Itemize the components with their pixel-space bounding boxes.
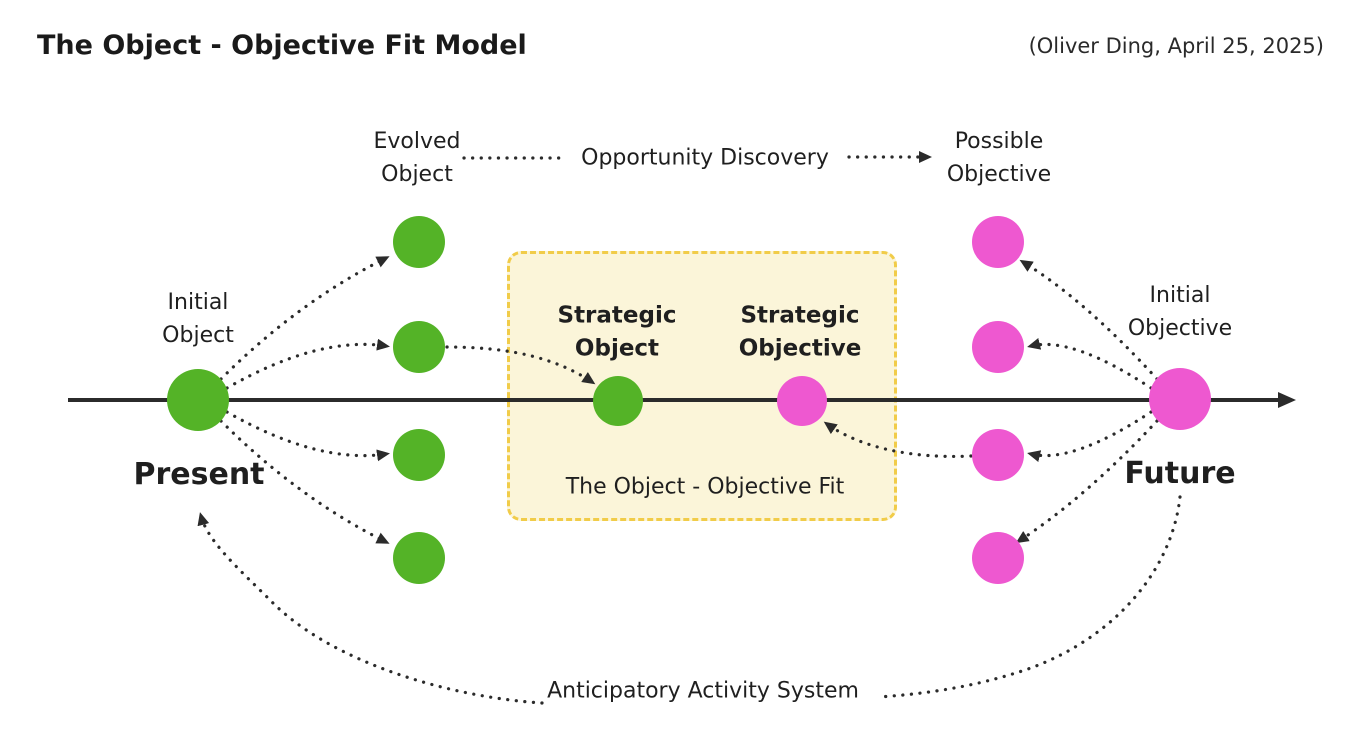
anticipatory-system-label: Anticipatory Activity System [547, 678, 859, 704]
possible-objective-node-1 [972, 216, 1024, 268]
arrow-initial-objective-to-possible-4 [1015, 419, 1159, 544]
initial-objective-node [1149, 368, 1211, 430]
initial-object-node [167, 369, 229, 431]
strategic-object-node [593, 376, 643, 426]
possible-objective-node-4 [972, 532, 1024, 584]
arrow-evolved-2-to-strategic-object [445, 345, 596, 385]
evolved-object-node-3 [393, 429, 445, 481]
evolved-object-node-4 [393, 532, 445, 584]
initial-object-label: Initial Object [162, 290, 234, 348]
strategic-objective-label: Strategic Objective [738, 302, 862, 362]
arrow-initial-objective-to-possible-1 [1019, 259, 1159, 381]
evolved-object-node-2 [393, 321, 445, 373]
opportunity-discovery-label: Opportunity Discovery [581, 145, 829, 171]
arrow-initial-object-to-evolved-2 [225, 338, 390, 390]
strategic-object-label: Strategic Object [557, 302, 677, 362]
strategic-objective-node [777, 376, 827, 426]
initial-objective-label: Initial Objective [1127, 283, 1233, 341]
arrow-initial-object-to-evolved-3 [225, 410, 390, 462]
evolved-object-label: Evolved Object [373, 129, 461, 187]
possible-objective-label: Possible Objective [946, 129, 1052, 187]
anticipatory-curve-left [197, 512, 544, 705]
arrow-initial-objective-to-possible-2 [1027, 338, 1153, 390]
arrow-initial-object-to-evolved-4 [219, 419, 390, 544]
future-label: Future [1124, 456, 1236, 491]
attribution-text: (Oliver Ding, April 25, 2025) [1028, 34, 1324, 58]
possible-objective-node-3 [972, 429, 1024, 481]
arrow-initial-objective-to-possible-3 [1027, 410, 1153, 462]
evolved-object-node-1 [393, 216, 445, 268]
page-title: The Object - Objective Fit Model [37, 30, 527, 61]
possible-objective-node-2 [972, 321, 1024, 373]
present-label: Present [133, 457, 265, 492]
anticipatory-curve-right [876, 495, 1182, 699]
object-objective-fit-box [507, 251, 897, 521]
fit-caption-label: The Object - Objective Fit [565, 474, 845, 500]
arrow-possible-3-to-strategic-objective [823, 421, 973, 459]
arrow-initial-object-to-evolved-1 [219, 256, 390, 381]
